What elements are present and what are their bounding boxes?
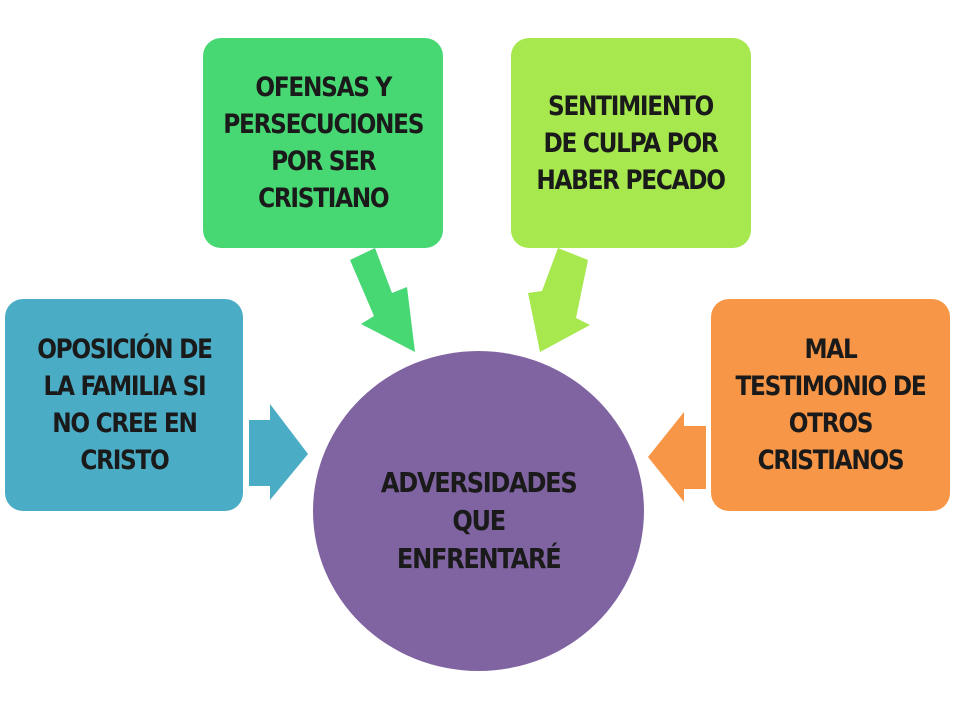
node-bad-testimony-label: MAL TESTIMONIO DE OTROS CRISTIANOS [735, 334, 926, 476]
node-family-opposition-label: OPOSICIÓN DE LA FAMILIA SI NO CREE EN CR… [36, 334, 213, 476]
node-bad-testimony: MAL TESTIMONIO DE OTROS CRISTIANOS [711, 299, 950, 511]
node-guilt: SENTIMIENTO DE CULPA POR HABER PECADO [511, 38, 751, 248]
arrow-top1-to-center [350, 248, 415, 352]
arrow-top2-to-center [528, 248, 590, 352]
node-family-opposition: OPOSICIÓN DE LA FAMILIA SI NO CREE EN CR… [5, 299, 243, 511]
arrow-left-to-center [249, 404, 308, 500]
center-node-label: ADVERSIDADES QUE ENFRENTARÉ [380, 466, 578, 575]
arrow-right-to-center [648, 412, 706, 502]
node-persecutions: OFENSAS Y PERSECUCIONES POR SER CRISTIAN… [203, 38, 443, 248]
node-guilt-label: SENTIMIENTO DE CULPA POR HABER PECADO [536, 90, 727, 196]
center-node: ADVERSIDADES QUE ENFRENTARÉ [313, 351, 644, 671]
node-persecutions-label: OFENSAS Y PERSECUCIONES POR SER CRISTIAN… [223, 72, 424, 214]
